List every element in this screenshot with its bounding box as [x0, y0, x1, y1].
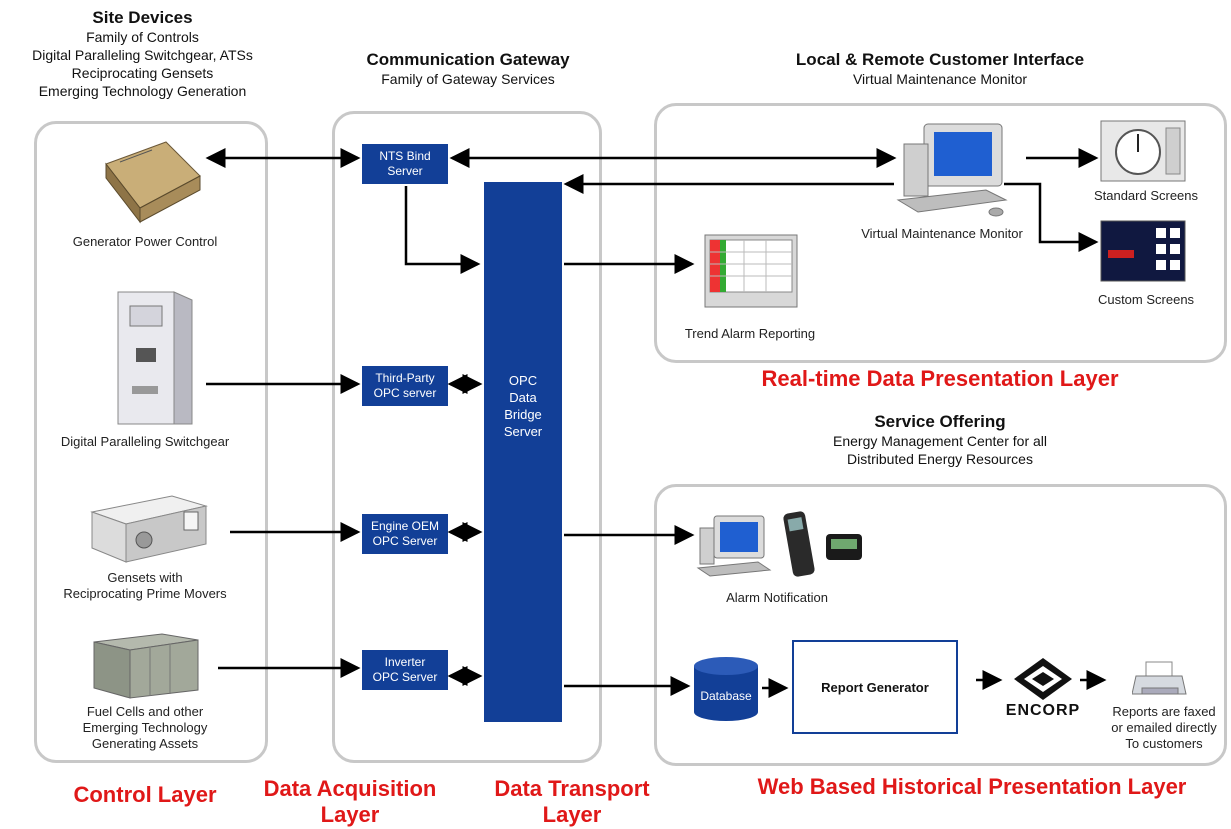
bridge-label: Data: [509, 390, 537, 405]
data-acquisition-line: Data Acquisition: [263, 776, 437, 801]
data-transport-layer-label: Data Transport Layer: [472, 776, 672, 828]
generator-power-control-image: [105, 141, 201, 224]
server-label: Engine OEM: [370, 519, 440, 533]
server-label: OPC server: [373, 386, 437, 400]
service-line: Energy Management Center for all: [833, 433, 1047, 449]
gateway-title: Communication Gateway: [366, 50, 570, 69]
gensets-label: Gensets with Reciprocating Prime Movers: [50, 570, 240, 602]
site-devices-line: Digital Paralleling Switchgear, ATSs: [32, 47, 253, 63]
database-label: Database: [700, 689, 752, 703]
server-label: Server: [387, 164, 423, 178]
service-header: Service Offering Energy Management Cente…: [760, 412, 1120, 468]
reports-label: Reports are faxed or emailed directly To…: [1110, 704, 1218, 752]
site-devices-title: Site Devices: [92, 8, 193, 27]
bridge-label: OPC: [508, 373, 538, 388]
custom-screens-label: Custom Screens: [1097, 292, 1195, 307]
realtime-layer-label: Real-time Data Presentation Layer: [761, 366, 1119, 391]
database-image: [694, 657, 758, 721]
standard-screens-label: Standard Screens: [1093, 188, 1199, 203]
opc-data-bridge-server[interactable]: OPC Data Bridge Server: [484, 182, 562, 722]
fuel-cells-label-line: Generating Assets: [91, 736, 199, 751]
fuel-cells-label-line: Emerging Technology: [82, 720, 208, 735]
server-label: NTS Bind: [379, 149, 431, 163]
engine-oem-opc-server[interactable]: Engine OEM OPC Server: [362, 514, 448, 554]
data-transport-line: Data Transport: [494, 776, 650, 801]
report-generator-box[interactable]: Report Generator: [792, 640, 958, 734]
site-devices-header: Site Devices Family of Controls Digital …: [0, 8, 285, 100]
switchgear-image: [117, 291, 193, 425]
gensets-label-line: Reciprocating Prime Movers: [63, 586, 227, 601]
vmm-label: Virtual Maintenance Monitor: [861, 226, 1023, 241]
fuel-cell-image: [93, 633, 199, 699]
gateway-subtitle: Family of Gateway Services: [381, 71, 555, 87]
customer-interface-title: Local & Remote Customer Interface: [795, 50, 1085, 69]
third-party-opc-server[interactable]: Third-Party OPC server: [362, 366, 448, 406]
fuel-cells-label-line: Fuel Cells and other: [86, 704, 204, 719]
site-devices-line: Family of Controls: [86, 29, 199, 45]
data-acquisition-line: Layer: [320, 802, 380, 827]
bridge-label: Server: [503, 424, 543, 439]
server-label: OPC Server: [372, 534, 438, 548]
fuel-cells-label: Fuel Cells and other Emerging Technology…: [50, 704, 240, 752]
reports-label-line: or emailed directly: [1111, 720, 1217, 735]
virtual-maintenance-monitor-image: [896, 123, 1008, 217]
alarm-notification-label: Alarm Notification: [726, 590, 828, 605]
reports-label-line: To customers: [1125, 736, 1203, 751]
genset-image: [90, 495, 208, 563]
server-label: Inverter: [384, 655, 426, 669]
reports-label-line: Reports are faxed: [1112, 704, 1216, 719]
gensets-label-line: Gensets with: [107, 570, 183, 585]
web-layer-label: Web Based Historical Presentation Layer: [757, 774, 1187, 799]
data-acquisition-layer-label: Data Acquisition Layer: [250, 776, 450, 828]
server-label: OPC Server: [372, 670, 438, 684]
standard-screens-image: [1100, 120, 1186, 182]
inverter-opc-server[interactable]: Inverter OPC Server: [362, 650, 448, 690]
trend-alarm-image: [704, 234, 798, 308]
trend-alarm-label: Trend Alarm Reporting: [684, 326, 816, 341]
customer-interface-subtitle: Virtual Maintenance Monitor: [852, 71, 1028, 87]
alarm-notification-image: [696, 511, 862, 577]
data-transport-line: Layer: [542, 802, 602, 827]
customer-interface-header: Local & Remote Customer Interface Virtua…: [720, 50, 1160, 88]
gateway-header: Communication Gateway Family of Gateway …: [318, 50, 618, 88]
service-line: Distributed Energy Resources: [847, 451, 1033, 467]
control-layer-label: Control Layer: [73, 782, 217, 807]
encorp-logo: [1014, 658, 1072, 700]
generator-power-control-label: Generator Power Control: [72, 234, 218, 249]
service-title: Service Offering: [874, 412, 1006, 431]
printer-image: [1132, 661, 1187, 695]
site-devices-line: Emerging Technology Generation: [38, 83, 247, 99]
server-label: Third-Party: [375, 371, 435, 385]
report-generator-label: Report Generator: [821, 679, 929, 695]
switchgear-label: Digital Paralleling Switchgear: [60, 434, 230, 449]
nts-bind-server[interactable]: NTS Bind Server: [362, 144, 448, 184]
site-devices-line: Reciprocating Gensets: [71, 65, 214, 81]
encorp-logo-text: ENCORP: [1005, 702, 1081, 719]
custom-screens-image: [1100, 220, 1186, 282]
bridge-label: Bridge: [504, 407, 542, 422]
